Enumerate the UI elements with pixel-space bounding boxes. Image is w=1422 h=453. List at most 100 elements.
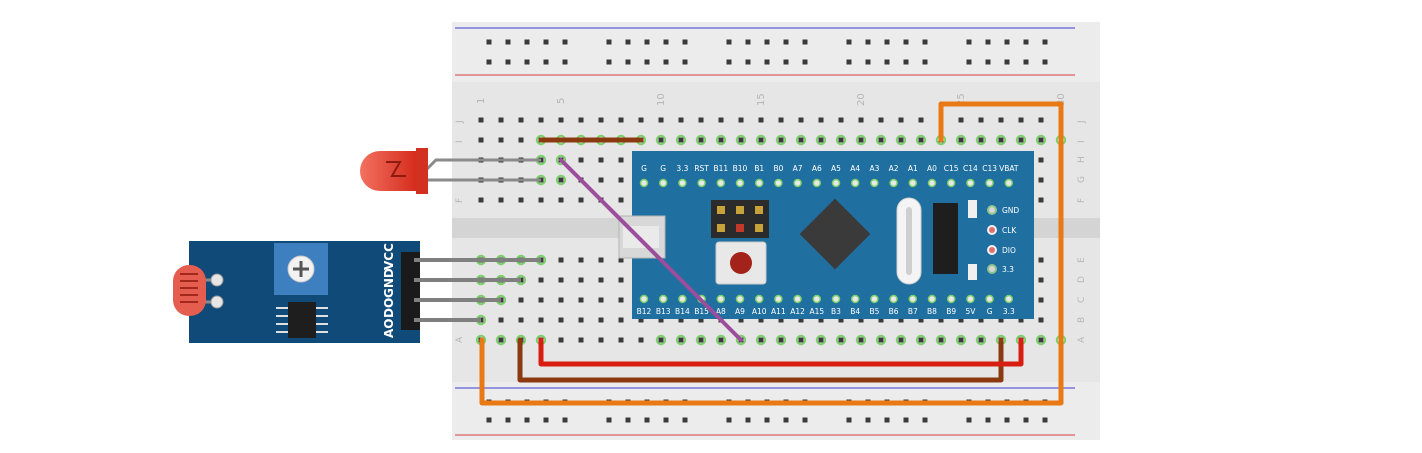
sensor-pin-label-do: DO <box>382 298 396 318</box>
power-rail-hole <box>884 39 890 45</box>
row-letter-d-right: D <box>1077 276 1087 283</box>
breadboard-hole <box>578 157 584 163</box>
mcu-top-pin <box>697 178 706 188</box>
power-rail-hole <box>682 417 688 423</box>
red-led <box>360 148 541 194</box>
led-die <box>386 161 406 177</box>
breadboard-hole-connected <box>655 134 667 146</box>
mcu-top-pin-label: B0 <box>773 164 783 173</box>
mcu-chip <box>799 198 871 270</box>
power-rail-hole <box>783 59 789 65</box>
mcu-top-pin <box>716 178 726 188</box>
power-rail-hole <box>966 417 972 423</box>
breadboard-hole <box>538 297 544 303</box>
power-rail-hole <box>562 39 568 45</box>
breadboard-hole-connected <box>655 334 667 346</box>
breadboard-hole <box>978 317 984 323</box>
breadboard-hole <box>978 117 984 123</box>
mcu-top-pin <box>946 178 956 188</box>
mcu-bottom-pin-label: B5 <box>869 307 879 316</box>
mcu-top-pin-label: B1 <box>754 164 764 173</box>
power-rail-hole <box>663 59 669 65</box>
debug-pin-gnd: GND <box>1002 206 1019 215</box>
power-rail-hole <box>966 59 972 65</box>
led-flange <box>416 148 428 194</box>
power-rail-hole <box>903 39 909 45</box>
breadboard-hole-connected <box>495 334 507 346</box>
power-rail-hole <box>846 39 852 45</box>
mcu-bottom-pin-label: A9 <box>735 307 745 316</box>
mcu-bottom-pin-label: A11 <box>771 307 786 316</box>
row-letters: J I F A J I H G F E D C B A <box>455 120 1087 343</box>
column-number-5: 5 <box>556 98 567 104</box>
mcu-top-pin <box>812 178 822 188</box>
power-rail-hole <box>764 417 770 423</box>
power-rail-hole <box>644 417 650 423</box>
mcu-bottom-pin <box>793 294 802 304</box>
column-number-30: 30 <box>1056 93 1067 106</box>
power-rail-hole <box>802 59 808 65</box>
breadboard-hole <box>778 317 784 323</box>
mcu-bottom-pin-label: A10 <box>752 307 767 316</box>
breadboard-hole <box>1038 297 1044 303</box>
power-rail-hole <box>1004 59 1010 65</box>
breadboard-hole-connected <box>695 134 707 146</box>
mcu-top-pin-label: C15 <box>944 164 959 173</box>
breadboard-hole-connected <box>855 134 867 146</box>
breadboard-hole <box>618 197 624 203</box>
breadboard-hole <box>558 117 564 123</box>
column-number-1: 1 <box>476 98 487 104</box>
breadboard-hole <box>818 117 824 123</box>
breadboard-hole <box>558 297 564 303</box>
breadboard-hole-connected <box>955 134 967 146</box>
power-rail-hole <box>726 59 732 65</box>
breadboard-hole <box>678 337 684 343</box>
mcu-top-pin <box>793 178 802 188</box>
mcu-bottom-pin-label: A12 <box>790 307 805 316</box>
power-rail-hole <box>562 59 568 65</box>
breadboard-hole-connected <box>875 334 887 346</box>
debug-pin-3v3: 3.3 <box>1002 265 1014 274</box>
breadboard-hole-connected <box>995 134 1007 146</box>
mcu-bottom-pin-label: B4 <box>850 307 860 316</box>
breadboard-hole <box>778 337 784 343</box>
column-number-15: 15 <box>756 93 767 106</box>
power-rail-hole <box>764 39 770 45</box>
breadboard-hole <box>578 197 584 203</box>
power-rail-hole <box>562 417 568 423</box>
row-letter-a-left: A <box>455 336 465 343</box>
mcu-top-pin-label: 3.3 <box>676 164 688 173</box>
mcu-bottom-pin <box>870 294 879 304</box>
power-rail-hole <box>802 417 808 423</box>
mcu-bottom-pin <box>812 294 822 304</box>
breadboard-hole <box>598 257 604 263</box>
power-rail-hole <box>745 59 751 65</box>
led-body <box>360 151 418 191</box>
mcu-top-pin-label: C13 <box>982 164 997 173</box>
power-rail-hole <box>524 39 530 45</box>
power-rail-hole <box>1004 39 1010 45</box>
breadboard-hole <box>518 197 524 203</box>
breadboard-hole <box>498 117 504 123</box>
power-rail-hole <box>985 59 991 65</box>
mcu-top-pin-label: A0 <box>927 164 937 173</box>
mcu-top-pin <box>850 178 860 188</box>
breadboard-hole-connected <box>735 134 747 146</box>
breadboard-hole <box>518 317 524 323</box>
breadboard-hole <box>698 117 704 123</box>
mcu-top-pin-label: A7 <box>793 164 803 173</box>
row-letter-c-right: C <box>1077 297 1087 303</box>
mcu-top-pin-label: G <box>660 164 666 173</box>
mcu-bottom-pin <box>639 294 649 304</box>
power-rail-hole <box>884 59 890 65</box>
breadboard-hole <box>598 317 604 323</box>
column-number-20: 20 <box>856 93 867 106</box>
breadboard-hole <box>478 117 484 123</box>
power-rail-hole <box>663 39 669 45</box>
mcu-bottom-pin <box>985 294 994 304</box>
mcu-bottom-pin-label: 5V <box>965 307 976 316</box>
breadboard-hole <box>918 137 924 143</box>
breadboard-hole <box>658 337 664 343</box>
breadboard-hole <box>998 117 1004 123</box>
breadboard-hole <box>638 337 644 343</box>
